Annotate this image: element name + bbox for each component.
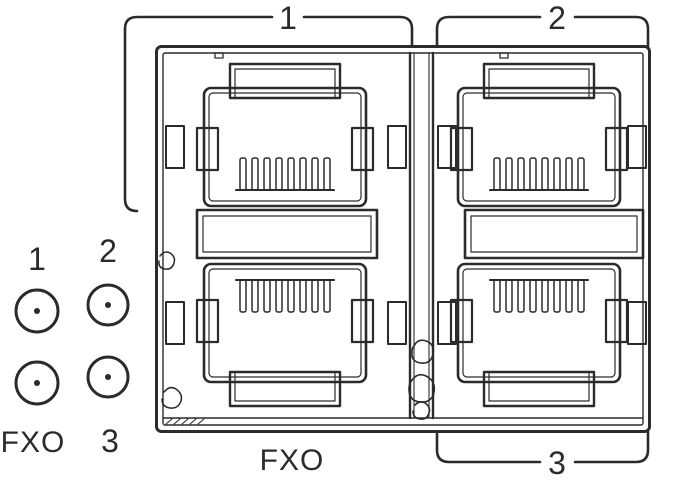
- rj45-jack-left-top: [195, 62, 375, 208]
- led-col2-row2: [86, 355, 130, 399]
- rj45-jack-left-bottom: [195, 262, 375, 408]
- label-plate-left: [195, 208, 379, 260]
- rj45-jack-right-bottom: [449, 262, 629, 408]
- callout-label-2: 2: [548, 0, 566, 36]
- callout-bracket-3: [435, 430, 650, 464]
- callout-label-3: 3: [548, 445, 566, 481]
- led-fxo-label: FXO: [1, 426, 66, 459]
- cutaway-hatch: [161, 386, 183, 409]
- led-column-2-label: 2: [99, 233, 117, 269]
- cutaway-hatch: [158, 251, 176, 270]
- callout-label-1: 1: [279, 0, 297, 36]
- callout-bracket-2: [435, 15, 650, 48]
- callout-bracket-1: [123, 15, 414, 213]
- cutaway-hatch: [412, 401, 431, 420]
- fxo-ports-label: FXO: [260, 444, 325, 477]
- cutaway-hatch: [408, 373, 436, 403]
- cutaway-hatch: [411, 339, 435, 364]
- rj45-jack-right-top: [449, 62, 629, 208]
- led-col1-row2: [14, 360, 60, 406]
- label-plate-right: [463, 208, 645, 260]
- led-3-label: 3: [101, 423, 119, 459]
- led-col1-row1: [14, 288, 60, 334]
- mounting-ears: [165, 125, 647, 345]
- led-col2-row1: [86, 283, 130, 327]
- rail-hatch: [165, 418, 205, 425]
- center-divider: [408, 51, 436, 420]
- led-column-1-label: 1: [28, 241, 46, 277]
